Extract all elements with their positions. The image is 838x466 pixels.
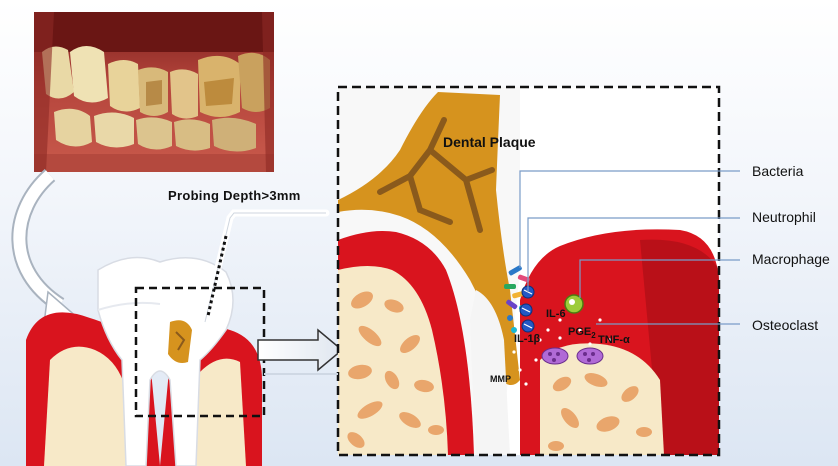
pge2-label: PGE2 [568,326,596,340]
il6-label: IL-6 [546,308,566,320]
mmp-label: MMP [490,374,511,384]
dental-plaque-label: Dental Plaque [443,134,536,150]
pge2-subscript: 2 [591,331,595,340]
curved-arrow-icon [19,175,78,324]
tnf-label: TNF-α [598,334,630,346]
neutrophil-label: Neutrophil [752,209,816,225]
il1b-label: IL-1β [514,333,540,345]
osteoclast-label: Osteoclast [752,317,818,333]
bacteria-label: Bacteria [752,163,803,179]
macrophage-label: Macrophage [752,251,830,267]
block-arrow-icon [258,330,342,370]
pge2-base: PGE [568,326,591,338]
probing-depth-label: Probing Depth>3mm [168,188,301,203]
